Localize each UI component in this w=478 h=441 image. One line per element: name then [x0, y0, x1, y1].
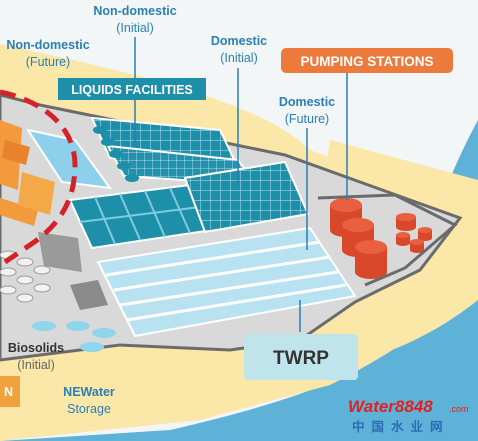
non-domestic-future-label-line1: Non-domestic	[6, 38, 89, 52]
non-domestic-future-pool	[25, 128, 113, 190]
domestic-future-label-line1: Domestic	[279, 95, 335, 109]
biosolids-label-line2: (Initial)	[17, 358, 55, 372]
callout-lines	[134, 37, 348, 332]
pumping-stations-box	[281, 48, 453, 73]
biosolids-cylinders	[0, 250, 51, 303]
domestic-initial-label-line1: Domestic	[211, 34, 267, 48]
newater-label-line1: NEWater	[63, 385, 115, 399]
orange-building-2	[0, 198, 38, 226]
domestic-future-label-line2: (Future)	[285, 112, 329, 126]
pumping-station-small-tanks	[396, 213, 432, 253]
liquids-facilities-label: LIQUIDS FACILITIES	[71, 83, 193, 97]
twrp-label: TWRP	[273, 348, 329, 369]
pumping-stations-label: PUMPING STATIONS	[300, 54, 433, 69]
domestic-initial-tank-dividers	[79, 187, 201, 245]
orange-building-3	[18, 172, 55, 215]
dashed-boundary-line	[0, 89, 78, 265]
newater-storage-tanks	[32, 321, 116, 352]
pumping-station-boundary	[317, 193, 458, 287]
domestic-initial-label-line2: (Initial)	[220, 51, 258, 65]
orange-building-4	[2, 140, 30, 165]
biosolids-label-line1: Biosolids	[8, 341, 64, 355]
biosolids-building	[38, 232, 82, 272]
non-domestic-future-label-line2: (Future)	[26, 55, 70, 69]
domestic-future-pools	[96, 226, 357, 338]
watermark-brand: Water8848	[348, 397, 433, 416]
domestic-initial-tanks-right	[183, 160, 310, 234]
pumping-station-large-tanks	[330, 198, 387, 279]
watermark: Water8848 .com 中国水业网	[348, 397, 469, 434]
non-domestic-small-cylinders	[93, 126, 139, 182]
liquids-facilities-box	[58, 78, 206, 100]
domestic-future-pool-dividers	[105, 240, 347, 322]
twrp-box	[244, 334, 358, 380]
watermark-domain: .com	[449, 404, 469, 414]
non-domestic-initial-label-line2: (Initial)	[116, 21, 154, 35]
non-domestic-initial-label-line1: Non-domestic	[93, 4, 176, 18]
watermark-chinese: 中国水业网	[352, 419, 450, 434]
edge-fragment-label: N	[4, 385, 13, 399]
edge-orange-box	[0, 376, 20, 407]
newater-label-line2: Storage	[67, 402, 111, 416]
biosolids-building-small	[70, 280, 108, 310]
